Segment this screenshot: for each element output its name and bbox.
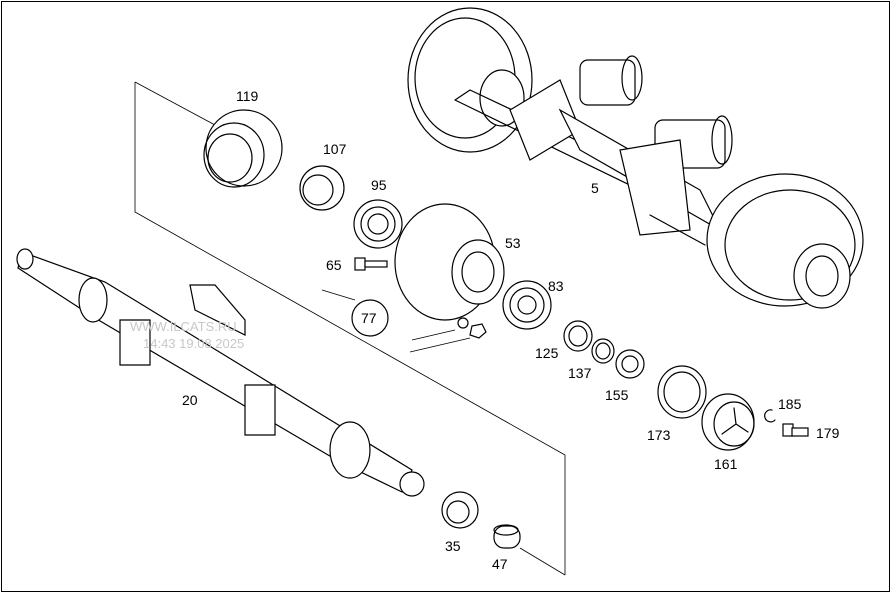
lock-washer-155 [615,349,645,379]
hub-cap-161 [701,393,755,451]
seal-107 [299,165,345,211]
bearing-95 [353,199,403,249]
part-label-35[interactable]: 35 [445,538,461,554]
bearing-ring-119 [203,109,283,188]
part-label-173[interactable]: 173 [647,427,671,443]
part-label-83[interactable]: 83 [548,278,564,294]
part-label-179[interactable]: 179 [816,425,840,441]
part-label-47[interactable]: 47 [492,556,508,572]
part-label-65[interactable]: 65 [326,257,342,273]
part-label-20[interactable]: 20 [182,392,198,408]
part-label-53[interactable]: 53 [505,235,521,251]
bearing-83 [502,280,552,330]
part-label-107[interactable]: 107 [323,141,347,157]
seal-35 [441,491,479,529]
gasket-173 [657,365,707,419]
wheel-hub-53 [394,203,505,321]
group-outline [134,81,566,576]
sleeve-47 [493,524,521,549]
nut-137 [591,338,615,364]
watermark-timestamp: 14:43 19.08.2025 [143,336,245,351]
bolt-179 [782,423,809,437]
watermark-site: WWW.ILCATS.RU [130,319,237,334]
part-label-161[interactable]: 161 [714,456,738,472]
part-label-5[interactable]: 5 [591,180,599,196]
part-label-77[interactable]: 77 [361,310,377,326]
part-label-119[interactable]: 119 [236,88,259,104]
clip-185 [764,409,776,423]
axle-assembly-5 [407,7,864,309]
part-label-185[interactable]: 185 [778,396,802,412]
bolt-65 [354,257,388,271]
part-label-155[interactable]: 155 [605,387,629,403]
ring-125 [563,320,593,352]
nut-and-washer-77 [351,299,487,339]
axle-housing-20 [16,248,425,497]
part-label-95[interactable]: 95 [371,177,387,193]
part-label-125[interactable]: 125 [535,345,559,361]
part-label-137[interactable]: 137 [568,365,592,381]
